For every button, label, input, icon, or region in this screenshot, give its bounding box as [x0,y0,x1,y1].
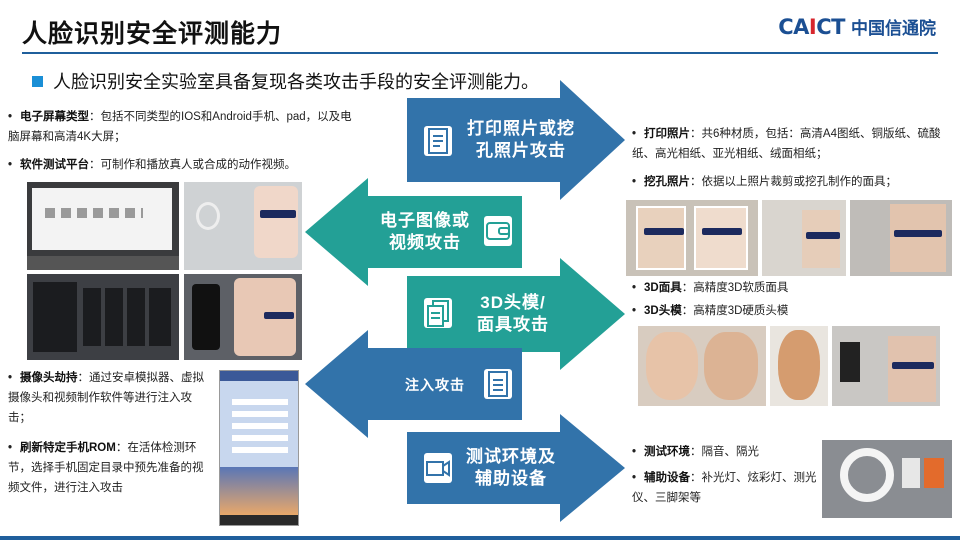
form-icon [484,369,512,399]
logo-en: CAICT [778,14,845,39]
page-title: 人脸识别安全评测能力 [22,20,283,48]
redaction-bar [894,230,942,237]
arrow-mask-label: 3D头模/面具攻击 [477,293,549,334]
arrow-print-shape [407,80,625,200]
hole-mask-photo-1 [762,200,846,276]
logo-cn: 中国信通院 [851,19,936,38]
caict-logo: CAICT 中国信通院 [778,14,936,39]
redaction-bar [702,228,742,235]
head-3d-bullet: •3D头模：高精度3D硬质头模 [632,305,789,317]
title-divider [22,52,938,54]
ring-light-photo [822,440,952,518]
hard-head-photo [770,326,828,406]
phone-face-photo-2 [184,274,302,360]
phone-face-photo-1 [184,182,302,270]
redaction-bar [806,232,840,239]
head-test-photo [832,326,940,406]
arrow-print-label: 打印照片或挖孔照片攻击 [467,119,575,160]
subtitle: 人脸识别安全实验室具备复现各类攻击手段的安全评测能力。 [32,68,539,94]
redaction-bar [264,312,294,319]
printed-photos-photo [626,200,758,276]
emulator-screenshot [219,370,299,526]
document-icon [424,126,452,156]
arrow-env-label: 测试环境及辅助设备 [466,447,556,488]
documents-icon [424,298,452,328]
test-env-bullet: •测试环境：隔音、隔光 [632,446,759,458]
aux-device-bullet: •辅助设备：补光灯、炫彩灯、测光仪、三脚架等 [632,472,817,504]
arrow-mask-shape [407,258,625,370]
footer-divider [0,536,960,540]
camera-hijack-bullet: •摄像头劫持：通过安卓模拟器、虚拟摄像头和视频制作软件等进行注入攻击； [8,372,204,424]
soft-masks-photo [638,326,766,406]
hole-mask-photo-2 [850,200,952,276]
redaction-bar [644,228,684,235]
wallet-icon [484,216,512,246]
arrow-inject-shape [305,330,522,438]
camera-icon [424,453,452,483]
computer-screen-photo [27,182,179,270]
arrow-inject-label: 注入攻击 [405,377,465,393]
hole-photo-bullet: •挖孔照片：依据以上照片裁剪或挖孔制作的面具； [632,176,897,188]
square-bullet-icon [32,75,43,87]
print-photo-bullet: •打印照片：共6种材质，包括：高清A4图纸、铜版纸、硫酸纸、高光相纸、亚光相纸、… [632,128,941,160]
arrow-video-label: 电子图像或视频攻击 [380,211,470,252]
software-platform-bullet: •软件测试平台：可制作和播放真人或合成的动作视频。 [8,159,296,171]
arrow-env-shape [407,414,625,522]
devices-photo [27,274,179,360]
redaction-bar [260,210,296,218]
screen-type-bullet: •电子屏幕类型：包括不同类型的IOS和Android手机、pad，以及电脑屏幕和… [8,111,352,143]
rom-flash-bullet: •刷新特定手机ROM：在活体检测环节，选择手机固定目录中预先准备的视频文件，进行… [8,442,204,494]
mask-3d-bullet: •3D面具：高精度3D软质面具 [632,282,789,294]
arrow-video-shape [305,178,522,286]
redaction-bar [892,362,934,369]
